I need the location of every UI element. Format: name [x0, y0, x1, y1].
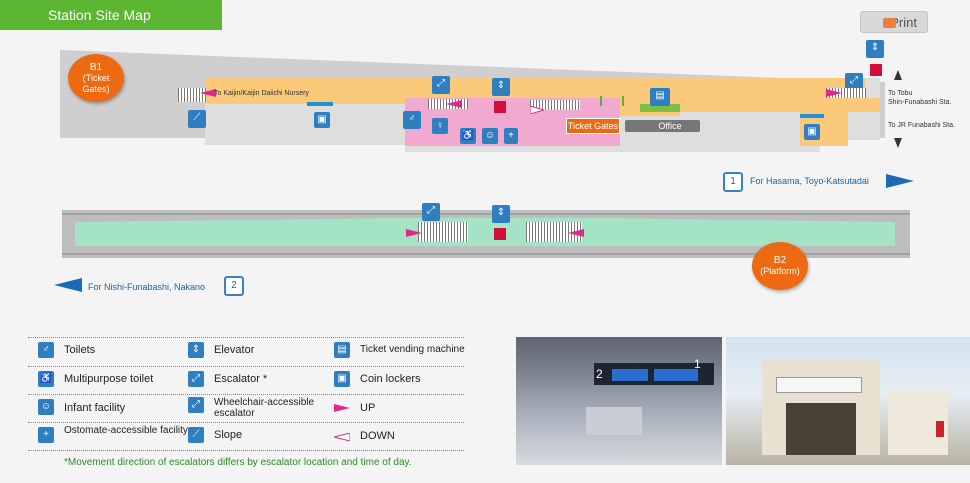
- legend-divider: [28, 422, 464, 423]
- wheelchair-icon: ♿: [38, 371, 54, 387]
- stairs-west: [178, 88, 206, 102]
- platform-down-arrow: [568, 229, 584, 237]
- coin-locker-icon: ▣: [314, 112, 330, 128]
- platform-2-arrow: [54, 278, 82, 292]
- legend-label: Slope: [214, 429, 243, 441]
- b1-badge: B1 (Ticket Gates): [68, 54, 124, 102]
- platform-escalator: [418, 222, 468, 242]
- elevator-b1: [494, 101, 506, 113]
- down-arrow-icon: [333, 432, 351, 444]
- locker-bar: [307, 102, 333, 106]
- infant-icon: ☺: [38, 399, 54, 415]
- legend-divider: [28, 450, 464, 451]
- platform-1-number: 1: [723, 172, 743, 192]
- b1-sub: (Ticket Gates): [82, 72, 110, 94]
- down-arrow-west: [200, 89, 216, 97]
- legend-label: DOWN: [360, 430, 395, 442]
- platform-2-label: For Nishi-Funabashi, Nakano: [88, 282, 206, 292]
- north-arrow: [894, 70, 902, 80]
- ticket-gates-label: Ticket Gates: [566, 118, 620, 134]
- ostomate-icon: +: [504, 128, 518, 144]
- platform-1-arrow: [886, 174, 914, 188]
- down-outline-arrow: [529, 101, 546, 115]
- photo-gates: [586, 407, 642, 435]
- ostomate-icon: +: [38, 427, 54, 443]
- toilet-icon: ♂: [403, 111, 421, 129]
- legend-label: Wheelchair-accessible escalator: [214, 397, 315, 419]
- b1-concourse-map: [60, 50, 885, 152]
- escalator-icon: ⤢: [188, 371, 204, 387]
- legend-label: Infant facility: [64, 402, 126, 414]
- b2-badge: B2 (Platform): [752, 242, 808, 290]
- ticket-machine-icon: ▤: [334, 342, 350, 358]
- platform-escalator-icon: ⤢: [422, 203, 440, 221]
- stairs-b1-east: [530, 100, 580, 110]
- elevator-exit-icon: ⇕: [866, 40, 884, 58]
- page-title: Station Site Map: [0, 0, 222, 30]
- legend-label: Escalator *: [214, 373, 268, 385]
- photo-entrance: [786, 403, 856, 455]
- label-kaijin: To Kaijin/Kaijin Daiichi Nursery: [214, 90, 309, 97]
- up-arrow-east: [826, 89, 842, 97]
- escalator-note: *Movement direction of escalators differ…: [64, 457, 412, 468]
- infant-icon: ☺: [482, 128, 498, 144]
- legend-label: Toilets: [64, 344, 96, 356]
- legend-label: Ticket vending machine: [360, 344, 465, 355]
- printer-icon: [883, 18, 896, 28]
- station-entrance-photo: [726, 337, 970, 465]
- platform-stairs: [526, 222, 582, 242]
- wheelchair-escalator-icon: ⤢: [188, 397, 204, 413]
- elevator-east: [870, 64, 882, 76]
- legend-divider: [28, 366, 464, 367]
- legend-label: Elevator: [214, 344, 255, 356]
- photo-postbox: [936, 421, 944, 437]
- legend-label: Multipurpose toilet: [64, 373, 154, 385]
- label-tobu-1: To Tobu: [888, 90, 913, 97]
- photo-sign-1: 1: [694, 357, 701, 371]
- photo-display: [654, 369, 698, 381]
- office-label: Office: [658, 121, 682, 131]
- elevator-icon: ⇕: [492, 78, 510, 96]
- up-arrow-icon: [334, 404, 350, 412]
- photo-display: [612, 369, 648, 381]
- escalator-east: [826, 88, 866, 98]
- female-toilet-icon: ♀: [432, 118, 448, 134]
- slope-icon: ⟋: [188, 427, 204, 443]
- wheelchair-icon: ♿: [460, 128, 476, 144]
- legend-divider: [28, 394, 464, 395]
- b2-platform-map: [62, 210, 910, 258]
- print-label: Print: [890, 15, 917, 30]
- wheelchair-escalator-icon: ⤢: [845, 73, 863, 91]
- legend-label: UP: [360, 402, 376, 414]
- print-button[interactable]: Print: [860, 11, 928, 33]
- label-tobu-2: Shin-Funabashi Sta.: [888, 99, 952, 106]
- b2-sub: (Platform): [760, 266, 800, 276]
- slope-icon: ⟋: [188, 110, 206, 128]
- coin-locker-icon: ▣: [334, 371, 350, 387]
- legend-label: Coin lockers: [360, 373, 421, 385]
- photo-station-sign: [776, 377, 862, 393]
- toilet-icon: ♂: [38, 342, 54, 358]
- platform-2-number: 2: [224, 276, 244, 296]
- down-arrow-b1: [446, 100, 462, 108]
- gate-marks: [600, 96, 624, 106]
- concourse-photo: 2 1: [516, 337, 722, 465]
- platform-up-arrow: [406, 229, 422, 237]
- legend-label: Ostomate-accessible facility: [64, 425, 188, 436]
- platform-elevator: [494, 228, 506, 240]
- label-jr: To JR Funabashi Sta.: [888, 122, 955, 129]
- elevator-icon: ⇕: [188, 342, 204, 358]
- coin-locker-east-icon: ▣: [804, 124, 820, 140]
- ticket-machine-icon: ▤: [650, 88, 670, 106]
- escalator-icon: ⤢: [432, 76, 450, 94]
- b1-code: B1: [89, 61, 103, 73]
- locker-bar-east: [800, 114, 824, 118]
- b2-code: B2: [773, 255, 787, 266]
- south-arrow: [894, 138, 902, 148]
- photo-sign-2: 2: [596, 367, 603, 381]
- legend-divider: [28, 337, 464, 338]
- platform-elevator-icon: ⇕: [492, 205, 510, 223]
- platform-1-label: For Hasama, Toyo-Katsutadai: [750, 176, 869, 186]
